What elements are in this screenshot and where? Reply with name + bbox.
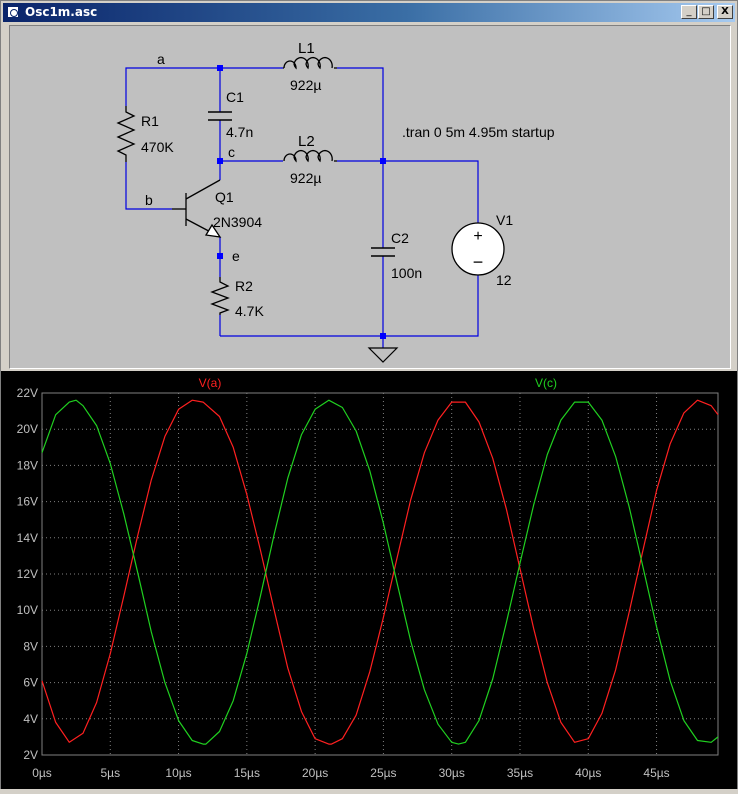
y-tick-label: 8V [23,639,38,653]
x-tick-label: 40µs [575,766,601,780]
x-tick-label: 0µs [32,766,52,780]
window-title: Osc1m.asc [25,5,98,19]
schematic-canvas[interactable]: + − a b c e L1 922µ L2 922µ C1 4.7n C2 1… [10,26,732,370]
schematic-pane[interactable]: + − a b c e L1 922µ L2 922µ C1 4.7n C2 1… [9,25,731,369]
R1-value: 470K [141,139,174,155]
inductor-L1-symbol[interactable] [283,56,337,70]
x-tick-label: 30µs [439,766,465,780]
C2-name: C2 [391,230,409,246]
V1-name: V1 [496,212,513,228]
C1-value: 4.7n [226,124,253,140]
wires [125,67,479,348]
x-tick-label: 25µs [370,766,396,780]
capacitor-C1-symbol[interactable] [208,111,232,121]
y-tick-label: 14V [17,531,38,545]
L1-name: L1 [298,40,315,57]
x-tick-label: 10µs [165,766,191,780]
y-tick-label: 20V [17,422,38,436]
resistor-R2-symbol[interactable] [210,277,230,315]
x-tick-label: 45µs [643,766,669,780]
y-tick-label: 6V [23,676,38,690]
node-label-e: e [232,248,240,264]
C1-name: C1 [226,89,244,105]
x-tick-label: 15µs [234,766,260,780]
spice-directive[interactable]: .tran 0 5m 4.95m startup [402,124,555,140]
y-tick-label: 2V [23,748,38,762]
inductor-L2-symbol[interactable] [283,149,337,163]
capacitor-C2-symbol[interactable] [371,247,395,257]
R2-name: R2 [235,278,253,294]
L2-value: 922µ [290,170,321,186]
x-tick-label: 20µs [302,766,328,780]
waveform-pane[interactable]: 0µs 5µs 10µs 15µs 20µs 25µs 30µs 35µs 40µs 45µs 2V… [1,371,737,789]
y-tick-label: 12V [17,567,38,581]
node-label-a: a [157,51,165,67]
resistor-R1-symbol[interactable] [116,106,136,162]
Q1-name: Q1 [215,189,234,205]
title-bar[interactable]: Osc1m.asc _ □ X [3,3,735,22]
C2-value: 100n [391,265,422,281]
svg-text:−: − [473,252,484,272]
junction-dots [217,65,386,339]
waveform-chart[interactable]: 0µs 5µs 10µs 15µs 20µs 25µs 30µs 35µs 40µs 45µs 2V… [1,371,737,789]
series-line-va [41,399,719,745]
voltage-source-V1-symbol[interactable]: + − [451,222,505,276]
y-tick-label: 18V [17,458,38,472]
y-tick-label: 16V [17,495,38,509]
svg-text:+: + [473,228,482,245]
legend-label: V(c) [535,376,557,390]
series-line-vc [41,399,719,745]
plot-frame [41,392,719,756]
R1-name: R1 [141,113,159,129]
minimize-button[interactable]: _ [681,5,697,19]
close-button[interactable]: X [717,5,733,19]
transistor-Q1-symbol[interactable] [172,179,222,238]
node-label-c: c [228,144,235,160]
V1-value: 12 [496,272,512,288]
maximize-button[interactable]: □ [698,5,714,19]
node-label-b: b [145,192,153,208]
y-tick-label: 22V [17,386,38,400]
L2-name: L2 [298,133,315,150]
y-tick-label: 4V [23,712,38,726]
x-tick-label: 5µs [100,766,120,780]
app-icon [7,6,19,18]
y-tick-label: 10V [17,603,38,617]
R2-value: 4.7K [235,303,264,319]
Q1-value: 2N3904 [213,214,262,230]
L1-value: 922µ [290,77,321,93]
legend-label: V(a) [199,376,222,390]
ground-icon [367,347,399,363]
x-tick-label: 35µs [507,766,533,780]
